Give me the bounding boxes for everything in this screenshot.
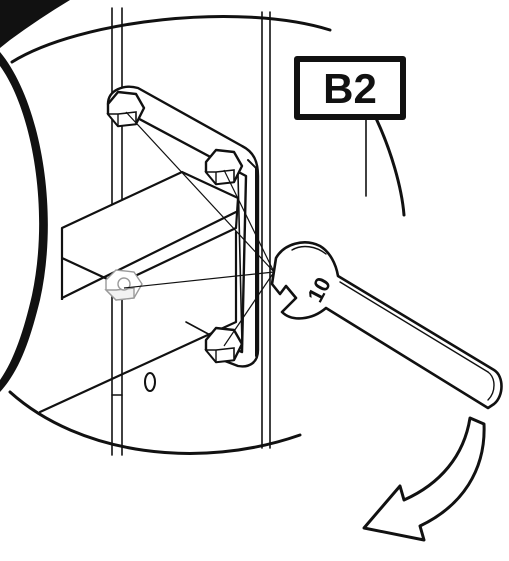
curved-arrow-icon — [362, 416, 486, 542]
wrench-icon: 10 — [270, 241, 503, 410]
step-label: B2 — [323, 65, 377, 112]
detail-circle — [10, 15, 332, 64]
step-label-box: B2 — [294, 56, 406, 120]
detail-circle-bottom — [8, 390, 302, 455]
bolt-top-left — [106, 90, 146, 128]
square-tube — [38, 170, 240, 414]
outer-arc — [0, 52, 48, 392]
hidden-bolt — [104, 269, 143, 301]
leader-lines — [123, 111, 275, 347]
corner-mark — [0, 0, 70, 48]
post-hole — [144, 372, 156, 392]
bolt-top-right — [204, 148, 244, 186]
detail-circle-right — [370, 108, 406, 217]
